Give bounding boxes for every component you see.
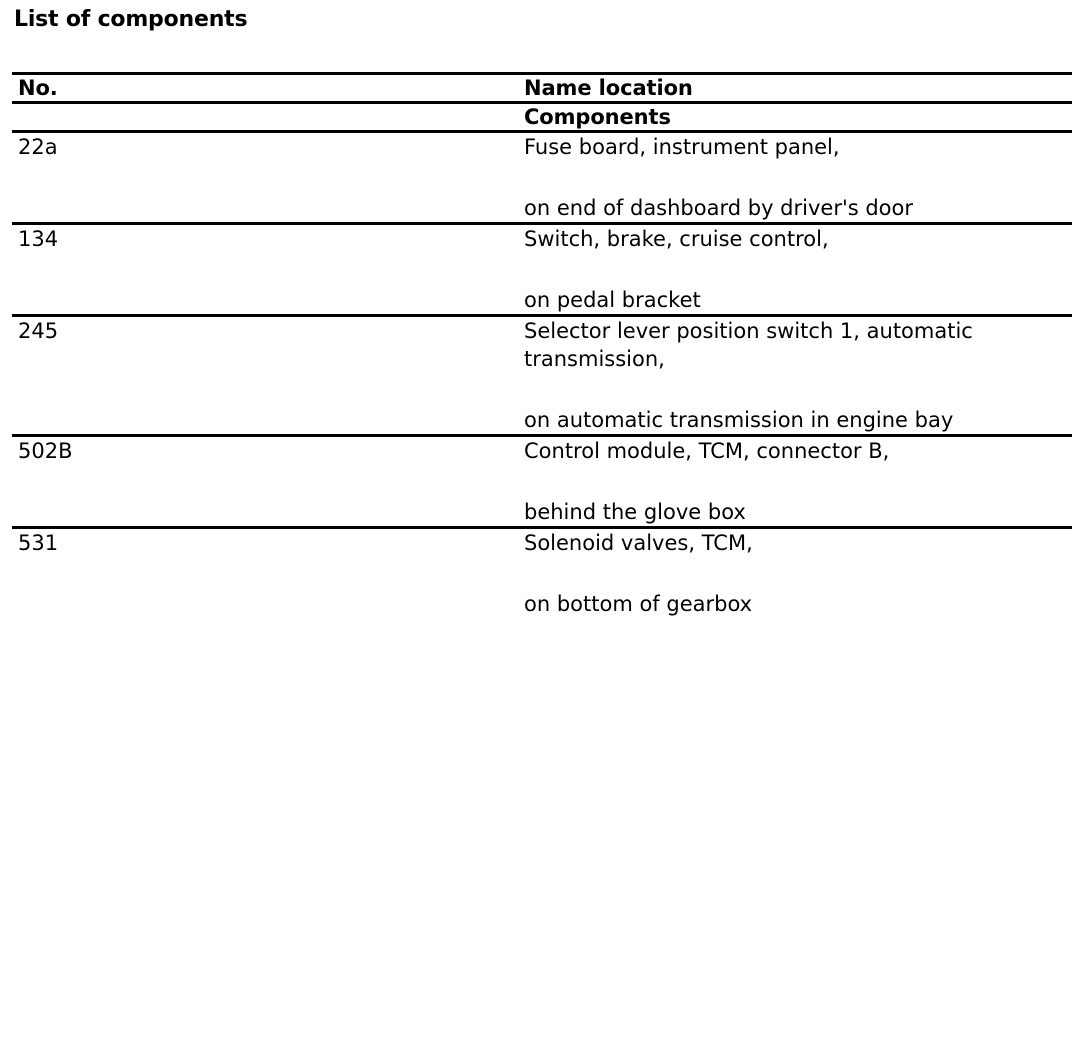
subheader-components: Components xyxy=(268,101,1072,132)
component-location: on pedal bracket xyxy=(524,288,701,312)
row-number: 134 xyxy=(12,222,268,316)
component-name: Fuse board, instrument panel, xyxy=(524,135,840,159)
row-name-location: Solenoid valves, TCM, on bottom of gearb… xyxy=(268,526,1072,618)
table-subheader-row: Components xyxy=(12,101,1072,132)
component-location: on automatic transmission in engine bay xyxy=(524,408,954,432)
component-name: Selector lever position switch 1, automa… xyxy=(524,319,973,371)
components-table: No. Name location Components 22a Fuse bo… xyxy=(12,72,1072,618)
table-row: 502B Control module, TCM, connector B, b… xyxy=(12,434,1072,528)
row-name-location: Selector lever position switch 1, automa… xyxy=(268,314,1072,436)
table-row: 245 Selector lever position switch 1, au… xyxy=(12,314,1072,436)
row-number: 22a xyxy=(12,130,268,224)
component-location: on end of dashboard by driver's door xyxy=(524,196,914,220)
row-number: 531 xyxy=(12,526,268,618)
table-row: 134 Switch, brake, cruise control, on pe… xyxy=(12,222,1072,316)
subheader-no-empty xyxy=(12,101,268,132)
column-header-name-location: Name location xyxy=(268,72,1072,103)
component-name: Switch, brake, cruise control, xyxy=(524,227,829,251)
column-header-no: No. xyxy=(12,72,268,103)
table-body: No. Name location Components 22a Fuse bo… xyxy=(12,72,1072,618)
row-name-location: Switch, brake, cruise control, on pedal … xyxy=(268,222,1072,316)
table-header-row: No. Name location xyxy=(12,72,1072,103)
page-title: List of components xyxy=(14,7,248,32)
table-row: 22a Fuse board, instrument panel, on end… xyxy=(12,130,1072,224)
row-number: 245 xyxy=(12,314,268,436)
component-location: on bottom of gearbox xyxy=(524,592,753,616)
component-name: Control module, TCM, connector B, xyxy=(524,439,890,463)
row-name-location: Control module, TCM, connector B, behind… xyxy=(268,434,1072,528)
row-name-location: Fuse board, instrument panel, on end of … xyxy=(268,130,1072,224)
row-number: 502B xyxy=(12,434,268,528)
table-row: 531 Solenoid valves, TCM, on bottom of g… xyxy=(12,526,1072,618)
component-location: behind the glove box xyxy=(524,500,746,524)
component-name: Solenoid valves, TCM, xyxy=(524,531,753,555)
